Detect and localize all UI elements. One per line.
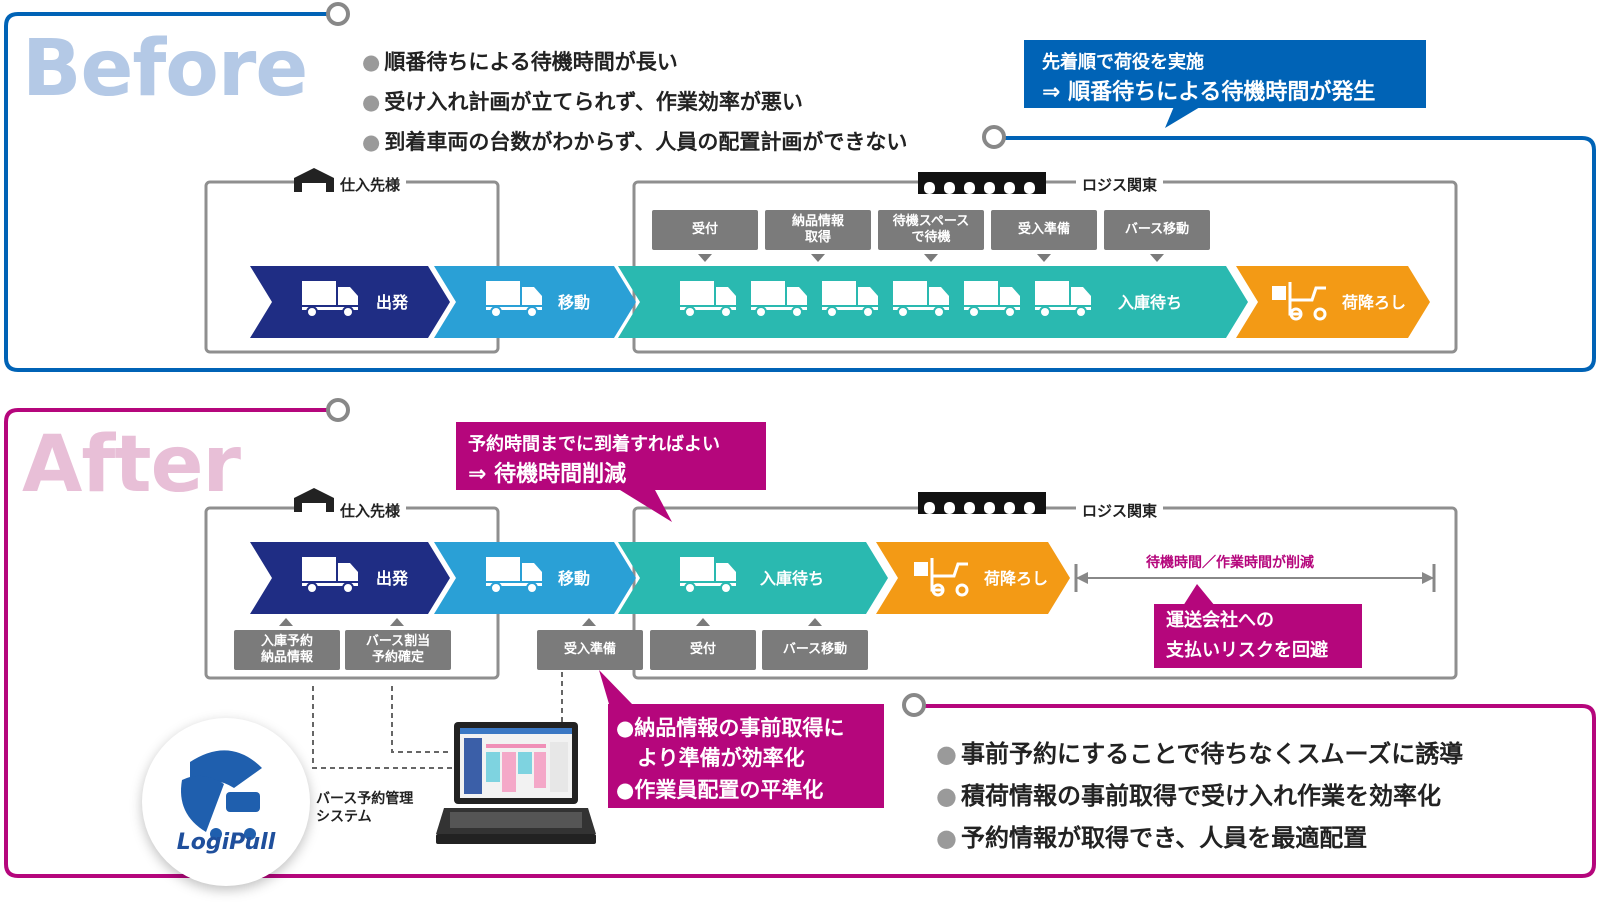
truck-icon: [750, 280, 808, 318]
truck-icon: [679, 280, 737, 318]
before-flow-depart: 出発: [376, 293, 409, 312]
before-flow-wait: 入庫待ち: [1118, 293, 1182, 312]
risk-callout: 運送会社への 支払いリスクを回避: [1154, 604, 1362, 668]
truck-icon: [679, 556, 737, 594]
after-step-prep: 受入準備: [537, 630, 643, 670]
laptop-icon: [436, 722, 596, 844]
before-flow-move: 移動: [558, 293, 590, 312]
after-step-berth-assign: バース割当 予約確定: [345, 630, 451, 670]
flow-unload: [1236, 266, 1430, 338]
before-bullet-1: ●順番待ちによる待機時間が長い: [362, 50, 678, 74]
truck-icon: [301, 280, 359, 318]
truck-icon: [1034, 280, 1092, 318]
before-step-berth-move: バース移動: [1104, 210, 1210, 250]
logo-text: LogiPull: [176, 830, 276, 855]
before-logis-label: ロジス関東: [1076, 174, 1164, 195]
before-supplier-label: 仕入先様: [334, 174, 407, 195]
truck-icon: [963, 280, 1021, 318]
before-title: Before: [22, 24, 308, 114]
after-flow-wait: 入庫待ち: [760, 569, 824, 588]
after-bullet-3: ●予約情報が取得でき、人員を最適配置: [936, 824, 1368, 852]
truck-icon: [821, 280, 879, 318]
system-label: バース予約管理 システム: [316, 791, 414, 826]
logipull-logo: LogiPull: [142, 718, 310, 886]
reduction-label: 待機時間／作業時間が削減: [1146, 555, 1314, 571]
before-bullet-2: ●受け入れ計画が立てられず、作業効率が悪い: [362, 90, 803, 114]
after-supplier-label: 仕入先様: [334, 500, 407, 521]
before-bullet-3: ●到着車両の台数がわからず、人員の配置計画ができない: [362, 130, 908, 154]
after-flow-move: 移動: [558, 569, 590, 588]
before-step-delivery-info: 納品情報 取得: [765, 210, 871, 250]
after-step-reservation: 入庫予約 納品情報: [234, 630, 340, 670]
after-flow-depart: 出発: [376, 569, 409, 588]
truck-icon: [485, 556, 543, 594]
truck-icon: [301, 556, 359, 594]
after-bullet-2: ●積荷情報の事前取得で受け入れ作業を効率化: [936, 782, 1441, 810]
forklift-icon: [1270, 280, 1328, 321]
before-flow-unload: 荷降ろし: [1342, 293, 1406, 312]
after-step-berth-move: バース移動: [762, 630, 868, 670]
before-step-waiting-space: 待機スペース で待機: [878, 210, 984, 250]
after-step-reception: 受付: [650, 630, 756, 670]
system-callout: ●納品情報の事前取得に より準備が効率化 ●作業員配置の平準化: [608, 704, 884, 808]
before-callout: 先着順で荷役を実施 ⇒ 順番待ちによる待機時間が発生: [1024, 40, 1426, 108]
before-step-prep: 受入準備: [991, 210, 1097, 250]
after-callout-top: 予約時間までに到着すればよい ⇒ 待機時間削減: [456, 422, 766, 490]
after-flow-unload: 荷降ろし: [984, 569, 1048, 588]
forklift-icon: [912, 556, 970, 597]
truck-icon: [485, 280, 543, 318]
truck-icon: [892, 280, 950, 318]
before-step-reception: 受付: [652, 210, 758, 250]
after-logis-label: ロジス関東: [1076, 500, 1164, 521]
after-bullet-1: ●事前予約にすることで待ちなくスムーズに誘導: [936, 740, 1464, 768]
logo-mark-icon: [181, 750, 262, 840]
after-title: After: [22, 420, 241, 510]
